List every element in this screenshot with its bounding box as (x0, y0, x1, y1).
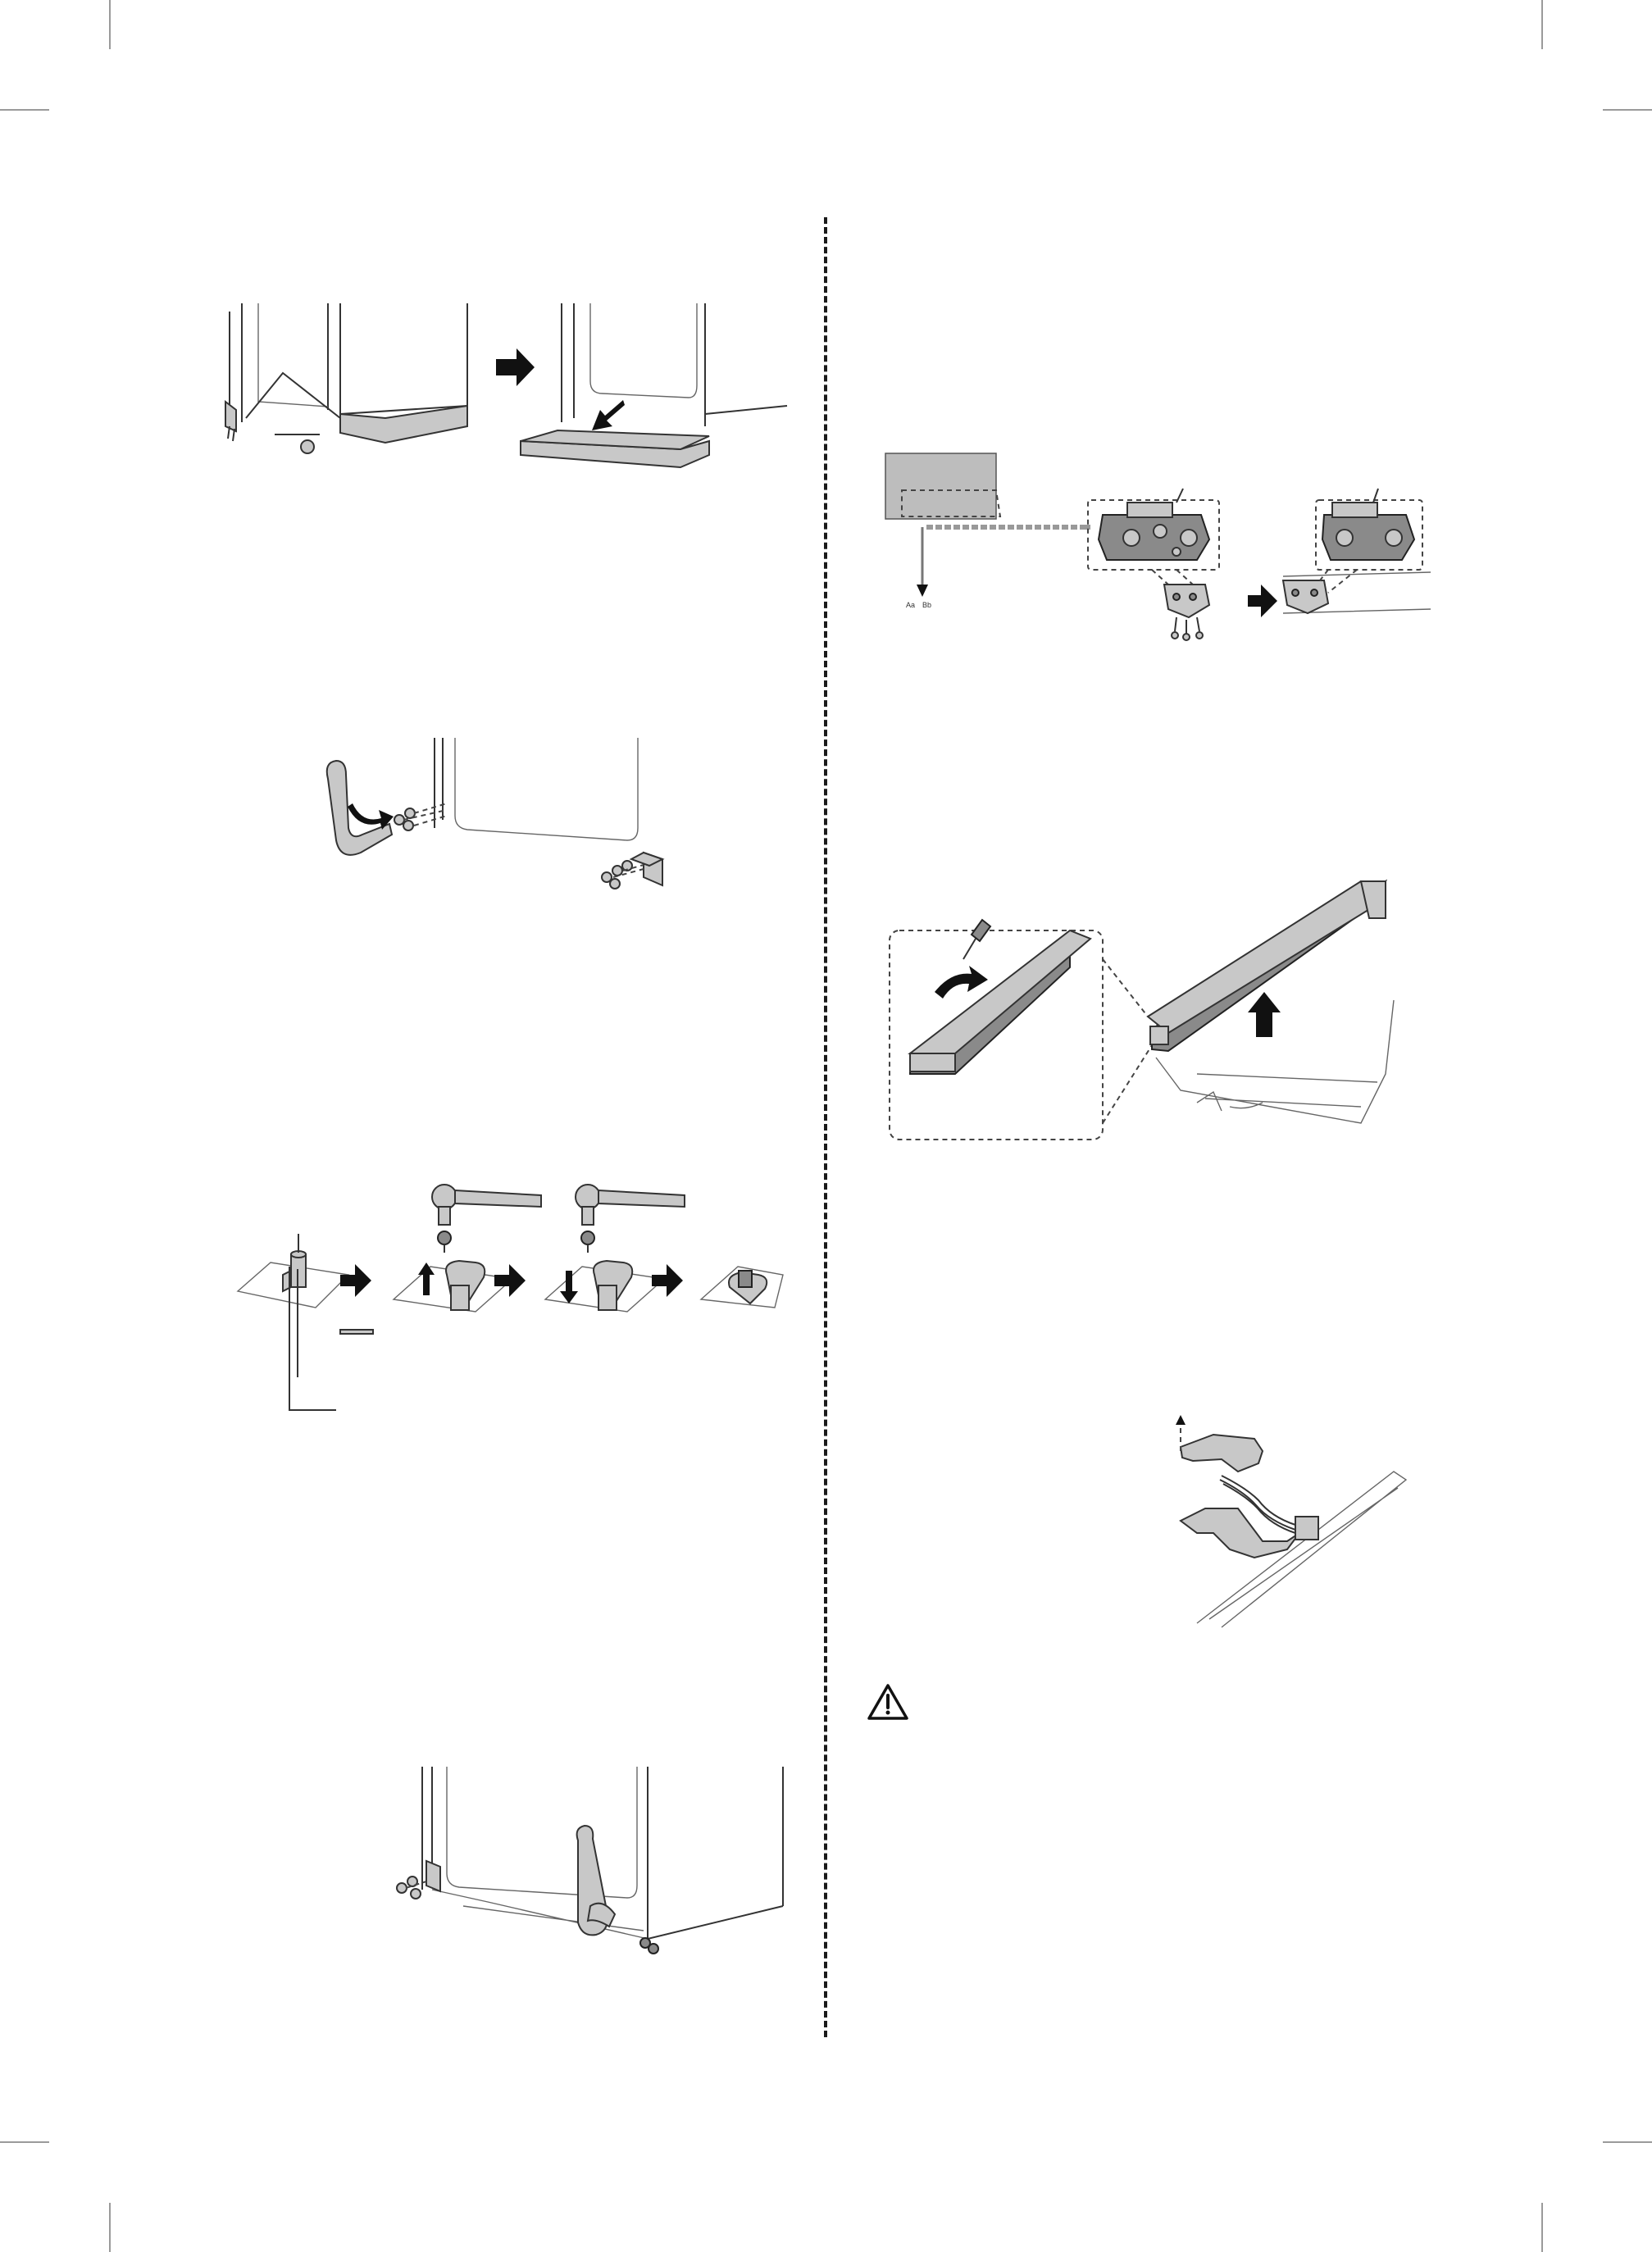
fridge-top-corner (885, 453, 997, 520)
column-divider (824, 217, 827, 2037)
crop-mark-br-h (1603, 2141, 1652, 2143)
screwdriver-icon (963, 918, 992, 960)
crop-mark-bl-v (109, 2203, 111, 2252)
figure-remove-top-cover (889, 879, 1395, 1140)
fig-label-a: Aa (906, 601, 915, 609)
harness-cover (1176, 1415, 1264, 1473)
bracket-detail-2 (1281, 488, 1431, 615)
top-cover (1146, 879, 1395, 1124)
fig-label-b: Bb (922, 601, 931, 609)
figure-remove-base-cover (225, 303, 788, 469)
screw-icon (300, 439, 315, 454)
up-arrow-icon (1248, 992, 1281, 1037)
crop-mark-tl-h (0, 109, 49, 111)
bracket-detail-1 (1087, 488, 1220, 585)
crop-mark-tl-v (109, 0, 111, 49)
right-arrow-icon (652, 1264, 683, 1297)
spacer-icon (339, 1329, 374, 1335)
wrench-icon (325, 759, 394, 856)
figure-remove-hinge-bolts (325, 738, 665, 889)
wrench-icon (576, 1824, 617, 1936)
crop-mark-tr-v (1541, 0, 1543, 49)
bracket-small-part (1163, 584, 1211, 641)
hinge-part (396, 1859, 441, 1899)
zoom-inset (889, 918, 1104, 1140)
crop-mark-bl-h (0, 2141, 49, 2143)
step-2-lift (392, 1184, 542, 1313)
right-arrow-icon (496, 348, 535, 386)
right-arrow-icon (340, 1264, 371, 1297)
figure-reinstall-hinge (396, 1767, 784, 1954)
down-left-arrow-icon (592, 400, 625, 430)
step-3-lower (544, 1184, 685, 1313)
right-arrow-icon (494, 1264, 526, 1297)
warning-icon (867, 1684, 908, 1720)
crop-mark-br-v (1541, 2203, 1543, 2252)
right-arrow-icon (1248, 585, 1277, 617)
wrench-icon (431, 1184, 542, 1226)
step-4-complete (699, 1266, 784, 1308)
wrench-icon (575, 1184, 685, 1226)
hinge-part (601, 851, 665, 889)
figure-hinge-pin-sequence (236, 1184, 784, 1411)
wire-bundle (1219, 1475, 1319, 1540)
figure-top-hinge-bracket: Aa Bb (885, 453, 1431, 641)
fridge-bottom-before (225, 303, 468, 454)
figure-wire-harness (1176, 1415, 1408, 1628)
curved-arrow-icon (935, 966, 988, 999)
up-arrow-icon (1176, 1415, 1186, 1425)
fridge-bottom-after (520, 303, 788, 469)
crop-mark-tr-h (1603, 109, 1652, 111)
step-1-pin (236, 1234, 350, 1411)
